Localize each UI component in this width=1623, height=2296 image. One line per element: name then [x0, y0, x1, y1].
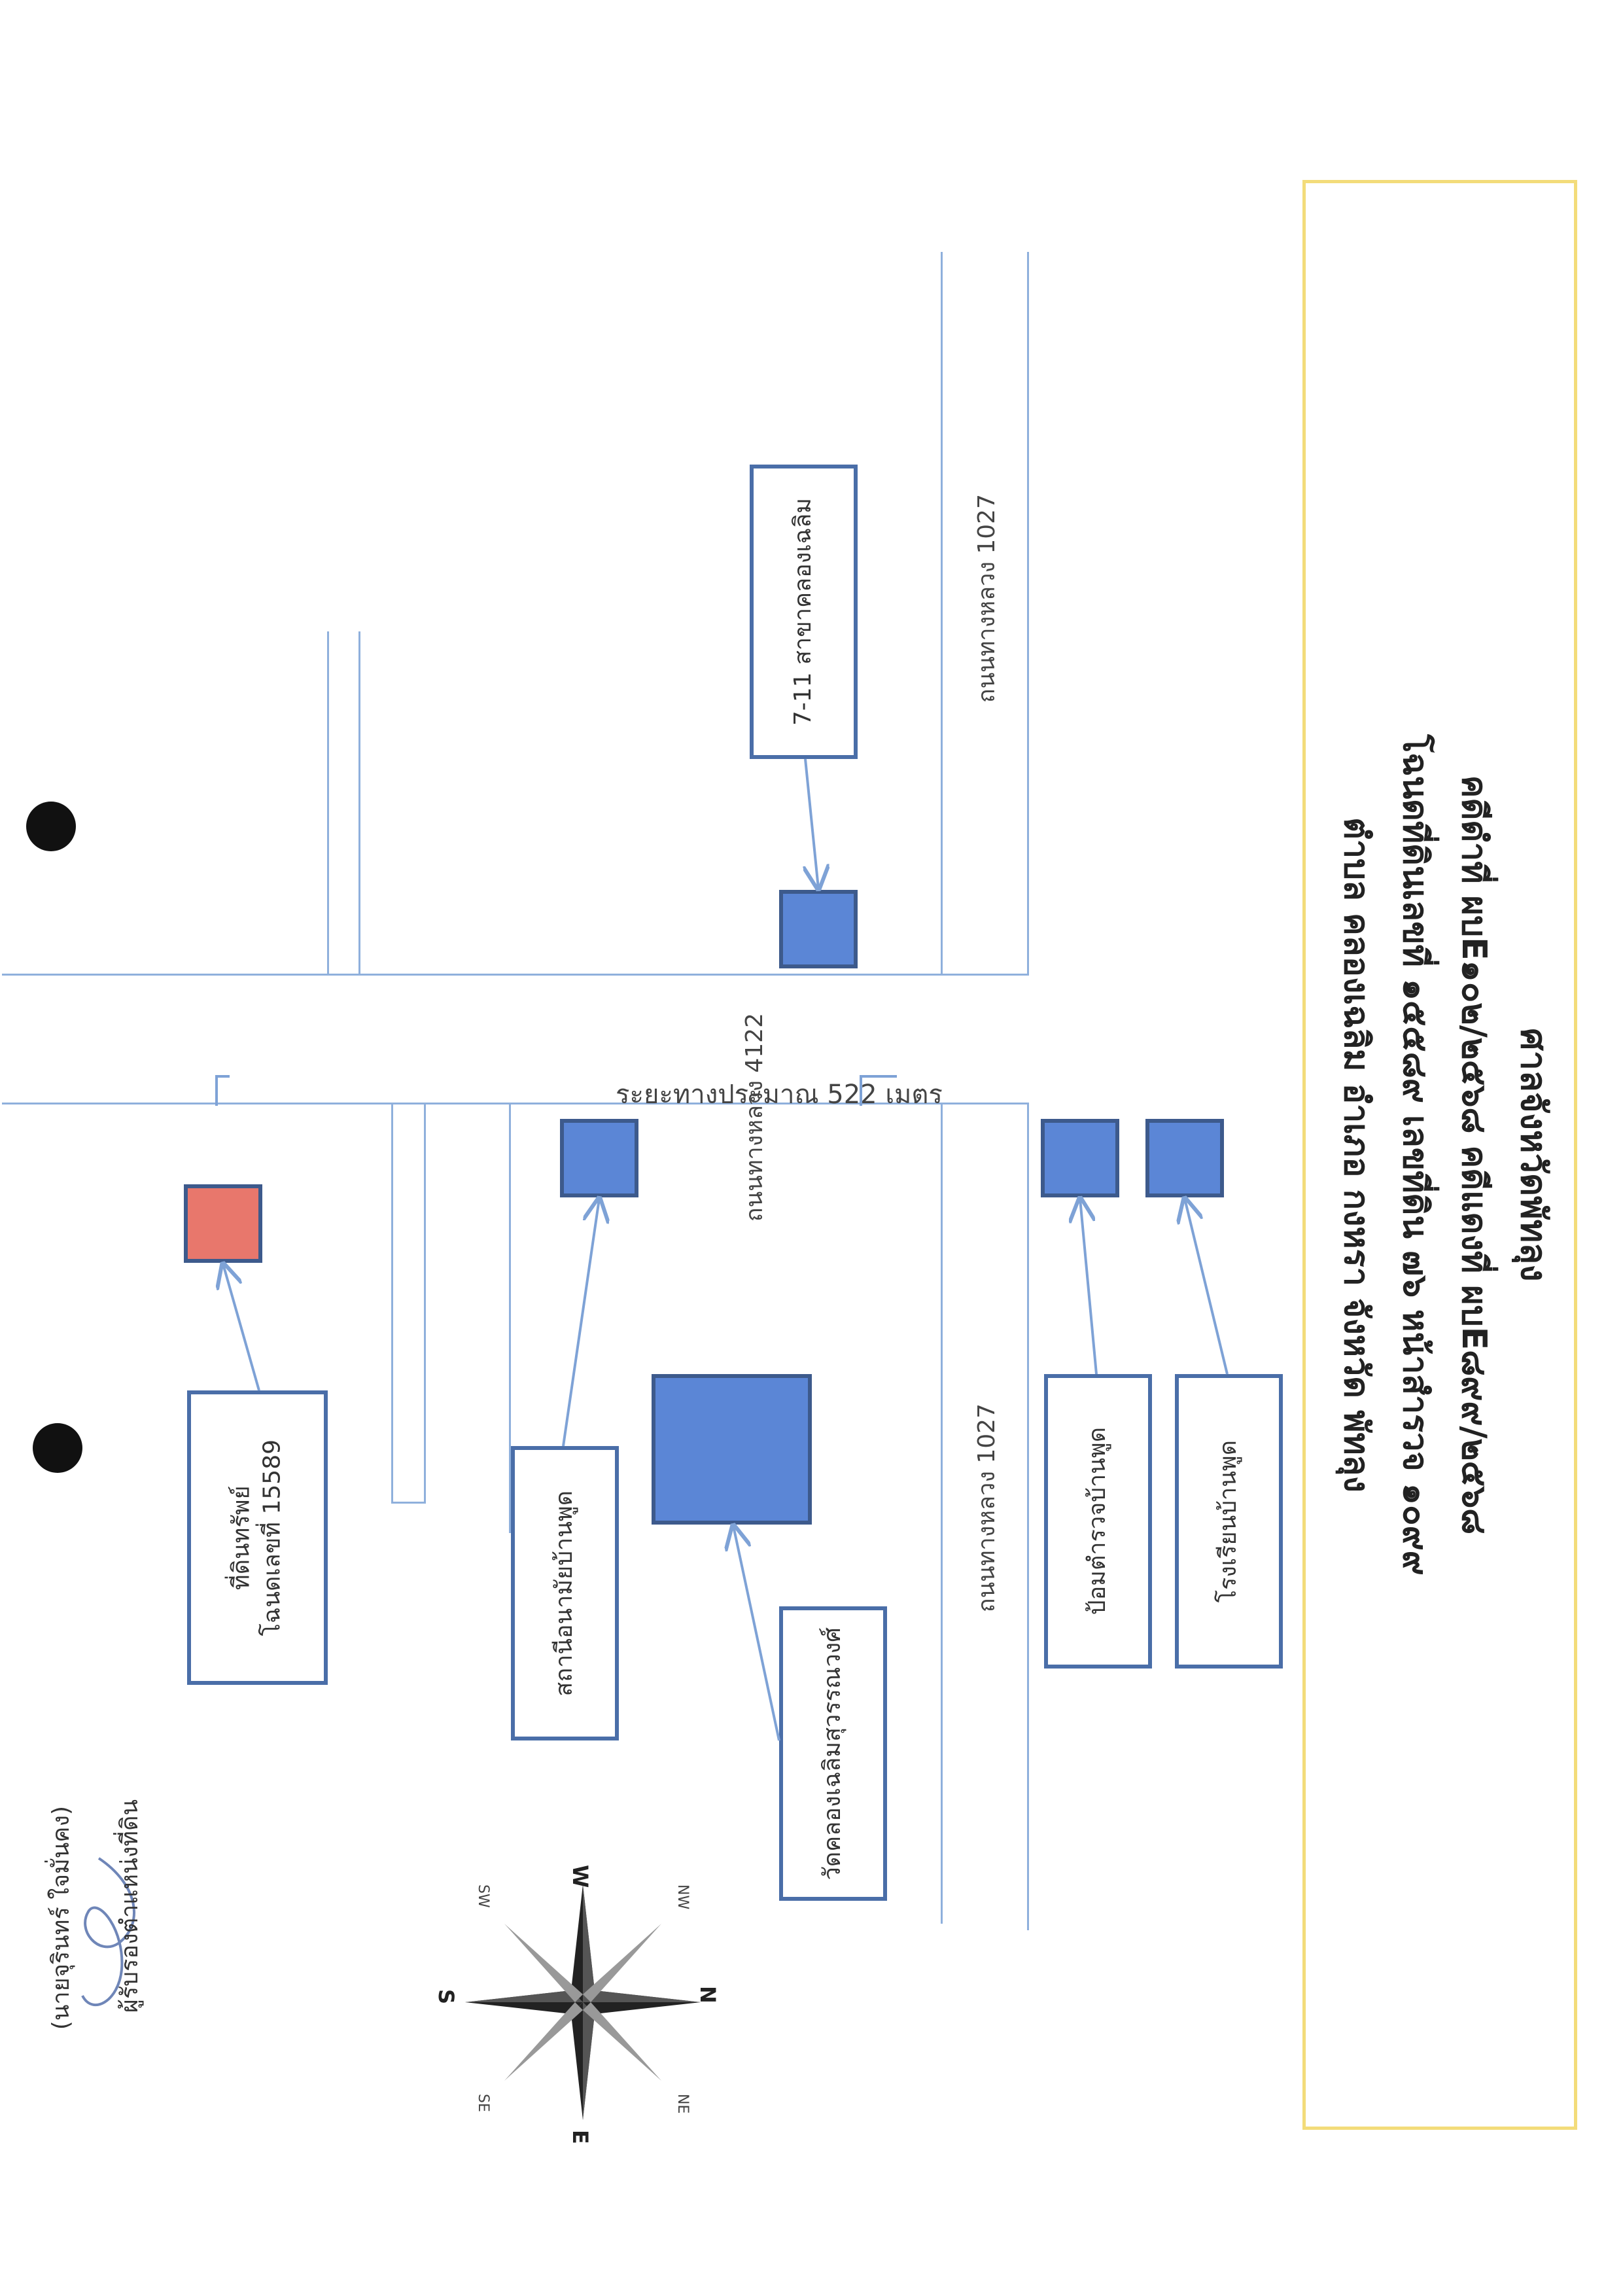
compass-label-w: W: [568, 1865, 593, 1888]
compass-rose: [465, 1884, 701, 2120]
compass-label-ne: NE: [674, 2094, 691, 2114]
compass-label-sw: SW: [475, 1884, 491, 1908]
handwritten-signature: [81, 1857, 135, 2007]
compass-label-n: N: [695, 1986, 720, 2004]
punch-hole-top: [26, 802, 76, 851]
compass-label-s: S: [434, 1989, 459, 2005]
arrow-seven-eleven: [805, 758, 818, 889]
signature-role: ผู้รับรองตำแหน่งที่ดิน: [116, 1799, 143, 2013]
compass-label-e: E: [568, 2130, 593, 2144]
signature-block: ผู้รับรองตำแหน่งที่ดิน (นายจุรินทร์ ใจมั…: [27, 1780, 197, 2120]
punch-hole-bottom: [33, 1423, 82, 1473]
arrow-school: [1185, 1199, 1229, 1375]
arrow-start: [215, 1075, 230, 1106]
compass-label-se: SE: [475, 2094, 491, 2112]
arrow-health-station: [562, 1199, 599, 1447]
arrow-property: [223, 1264, 260, 1391]
arrow-police: [1080, 1199, 1098, 1375]
signature-name: (นายจุรินทร์ ใจมั่นคง): [48, 1806, 75, 2030]
arrow-temple: [733, 1526, 780, 1741]
compass-label-nw: NW: [674, 1884, 691, 1910]
arrow-route: [860, 1075, 897, 1106]
